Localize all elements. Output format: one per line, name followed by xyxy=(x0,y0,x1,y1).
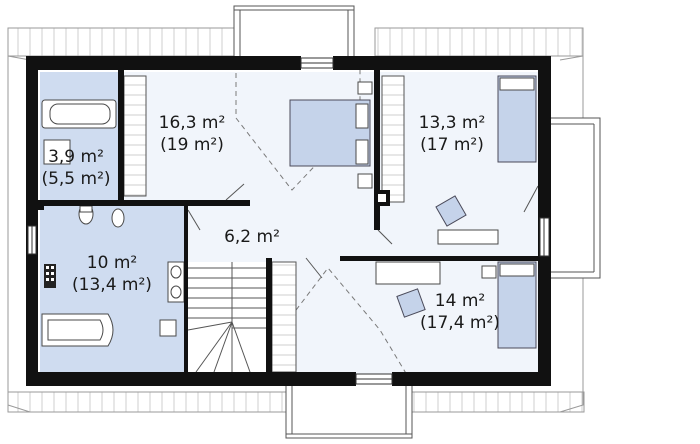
roof-outline xyxy=(7,27,585,413)
room-area-bathroom: 10 m² xyxy=(87,253,137,273)
room-alt-area-bedroom-right-bottom: (17,4 m²) xyxy=(420,313,500,333)
desk-1 xyxy=(435,195,499,245)
room-alt-area-bedroom-right-top: (17 m²) xyxy=(420,135,484,155)
toilet-large xyxy=(78,203,94,225)
shower-tray xyxy=(43,139,71,165)
room-area-bedroom-right-top: 13,3 m² xyxy=(419,113,486,133)
room-area-bedroom-right-bottom: 14 m² xyxy=(435,291,485,311)
bed-single-2 xyxy=(481,261,537,349)
windows xyxy=(27,57,550,385)
room-area-hall: 6,2 m² xyxy=(224,227,280,247)
staircase xyxy=(187,262,266,373)
bed-single-1 xyxy=(497,75,537,163)
room-alt-area-bedroom-master: (19 m²) xyxy=(160,135,224,155)
room-labels: 16,3 m² (19 m²) 13,3 m² (17 m²) 3,9 m² (… xyxy=(41,113,500,333)
door-swings xyxy=(187,183,539,279)
wardrobes xyxy=(123,75,405,373)
bathtub-small xyxy=(41,99,117,129)
bottom-dormer xyxy=(285,379,413,439)
bathtub-corner xyxy=(41,313,114,347)
radiator-grid xyxy=(44,264,56,288)
toilet-small xyxy=(111,208,125,228)
walls[interactable] xyxy=(26,56,551,386)
room-alt-area-bathroom: (13,4 m²) xyxy=(72,275,152,295)
bed-double xyxy=(289,81,373,189)
room-area-wc: 3,9 m² xyxy=(48,147,104,167)
top-dormer xyxy=(233,5,355,65)
room-alt-area-wc: (5,5 m²) xyxy=(41,169,110,189)
sinks xyxy=(159,261,185,337)
desk-2 xyxy=(375,261,441,318)
room-area-bedroom-master: 16,3 m² xyxy=(159,113,226,133)
right-balcony xyxy=(547,117,601,279)
